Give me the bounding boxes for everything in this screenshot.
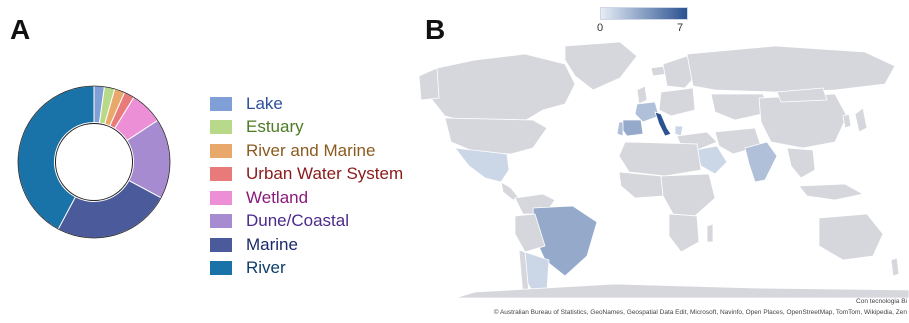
map-region-new-zealand xyxy=(890,257,900,277)
donut-outline xyxy=(17,85,171,239)
legend-item-river-and-marine: River and Marine xyxy=(210,139,403,163)
map-region-mongolia xyxy=(776,87,828,103)
legend-label-estuary: Estuary xyxy=(246,117,304,137)
map-region-peru-bolivia xyxy=(514,213,546,253)
legend-swatch-river-and-marine xyxy=(210,143,232,158)
legend-label-river-and-marine: River and Marine xyxy=(246,140,376,160)
color-scale-min-label: 0 xyxy=(597,22,604,34)
map-region-japan xyxy=(854,107,868,133)
legend-swatch-lake xyxy=(210,96,232,111)
map-region-spain xyxy=(620,119,644,137)
map-region-southeast-asia xyxy=(786,147,816,179)
panel-label-b: B xyxy=(425,14,446,45)
map-region-southern-africa xyxy=(668,213,700,253)
map-region-west-africa xyxy=(618,171,664,199)
map-region-antarctica xyxy=(454,283,909,298)
legend-swatch-urban-water-system xyxy=(210,167,232,182)
legend-item-lake: Lake xyxy=(210,92,403,116)
legend-item-dune-coastal: Dune/Coastal xyxy=(210,210,403,234)
legend-label-wetland: Wetland xyxy=(246,187,309,207)
world-map xyxy=(418,41,909,298)
legend-swatch-estuary xyxy=(210,120,232,135)
map-region-madagascar xyxy=(706,223,714,243)
map-credit-powered-by: Con tecnologia Bi xyxy=(856,298,907,305)
map-region-uk xyxy=(636,85,648,105)
map-region-korea xyxy=(842,113,852,129)
donut-chart-svg xyxy=(17,85,171,239)
map-region-central-america xyxy=(500,181,520,201)
world-map-panel: 0 7 Con tecnologia Bi © Australian Burea… xyxy=(415,0,909,323)
panel-label-a: A xyxy=(10,14,31,45)
map-region-greenland xyxy=(564,41,638,91)
map-region-mexico xyxy=(454,147,510,183)
map-region-italy xyxy=(654,111,672,137)
map-region-australia xyxy=(818,213,884,261)
legend-item-marine: Marine xyxy=(210,233,403,257)
color-scale-max-label: 7 xyxy=(677,22,684,34)
legend-item-urban-water-system: Urban Water System xyxy=(210,163,403,187)
map-region-india xyxy=(744,141,778,183)
donut-hole xyxy=(54,122,134,202)
map-region-portugal xyxy=(616,121,624,137)
map-region-alaska xyxy=(418,67,440,101)
map-credit-attribution: © Australian Bureau of Statistics, GeoNa… xyxy=(493,309,907,316)
legend-swatch-river xyxy=(210,261,232,276)
map-region-greece xyxy=(674,125,684,137)
legend-item-estuary: Estuary xyxy=(210,116,403,140)
legend-item-river: River xyxy=(210,257,403,281)
legend-swatch-wetland xyxy=(210,190,232,205)
map-region-usa xyxy=(444,117,548,155)
color-scale-bar xyxy=(600,7,688,20)
map-region-central-east-africa xyxy=(660,173,716,217)
map-region-russia xyxy=(686,45,896,93)
legend-label-urban-water-system: Urban Water System xyxy=(246,164,404,184)
donut-chart xyxy=(14,82,174,242)
legend-label-river: River xyxy=(246,258,286,278)
map-region-canada xyxy=(428,53,576,125)
legend-swatch-marine xyxy=(210,237,232,252)
legend-label-lake: Lake xyxy=(246,93,283,113)
legend-swatch-dune-coastal xyxy=(210,214,232,229)
map-region-kazakhstan-central-asia xyxy=(710,93,772,121)
map-region-north-africa xyxy=(618,141,702,177)
legend-item-wetland: Wetland xyxy=(210,186,403,210)
map-region-china xyxy=(758,93,848,149)
map-region-indonesia xyxy=(798,183,865,201)
legend-label-dune-coastal: Dune/Coastal xyxy=(246,211,350,231)
legend-label-marine: Marine xyxy=(246,234,298,254)
map-region-eastern-europe xyxy=(658,87,696,117)
map-region-france xyxy=(634,101,660,123)
